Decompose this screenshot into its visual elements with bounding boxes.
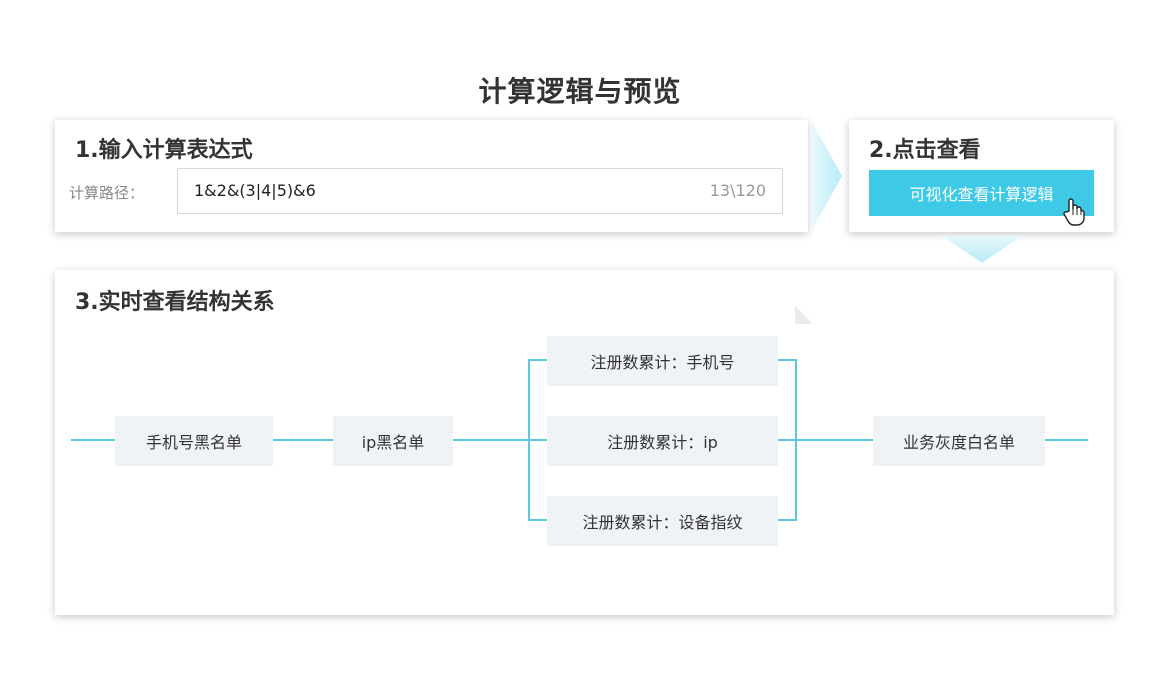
page-title: 计算逻辑与预览 [478,75,682,108]
step3-card: 3.实时查看结构关系 手机号黑名单 ip黑名单 注册数累计：手机号 注册数累计：… [55,270,1114,615]
path-label: 计算路径： [69,184,145,202]
arrow-right-icon [812,122,842,230]
flow-lines [71,359,1088,521]
step1-title: 1.输入计算表达式 [75,138,253,163]
arrow-down-icon [942,236,1022,263]
step2-title: 2.点击查看 [869,138,981,163]
expression-input[interactable]: 1&2&(3|4|5)&6 13\120 [177,168,783,214]
visualize-button[interactable]: 可视化查看计算逻辑 [869,170,1094,216]
node-register-phone[interactable]: 注册数累计：手机号 [547,336,778,386]
node-phone-blacklist[interactable]: 手机号黑名单 [115,416,273,466]
node-register-device[interactable]: 注册数累计：设备指纹 [547,496,778,546]
node-gray-whitelist[interactable]: 业务灰度白名单 [873,416,1045,466]
node-register-ip[interactable]: 注册数累计：ip [547,416,778,466]
expression-value: 1&2&(3|4|5)&6 [194,181,316,200]
step3-title: 3.实时查看结构关系 [75,290,275,315]
panel-fold-corner [795,306,813,324]
char-count: 13\120 [709,181,766,200]
step1-card: 1.输入计算表达式 计算路径： 1&2&(3|4|5)&6 13\120 [55,120,808,232]
hand-cursor-icon [1063,198,1085,226]
node-ip-blacklist[interactable]: ip黑名单 [333,416,453,466]
step2-card: 2.点击查看 可视化查看计算逻辑 [849,120,1114,232]
